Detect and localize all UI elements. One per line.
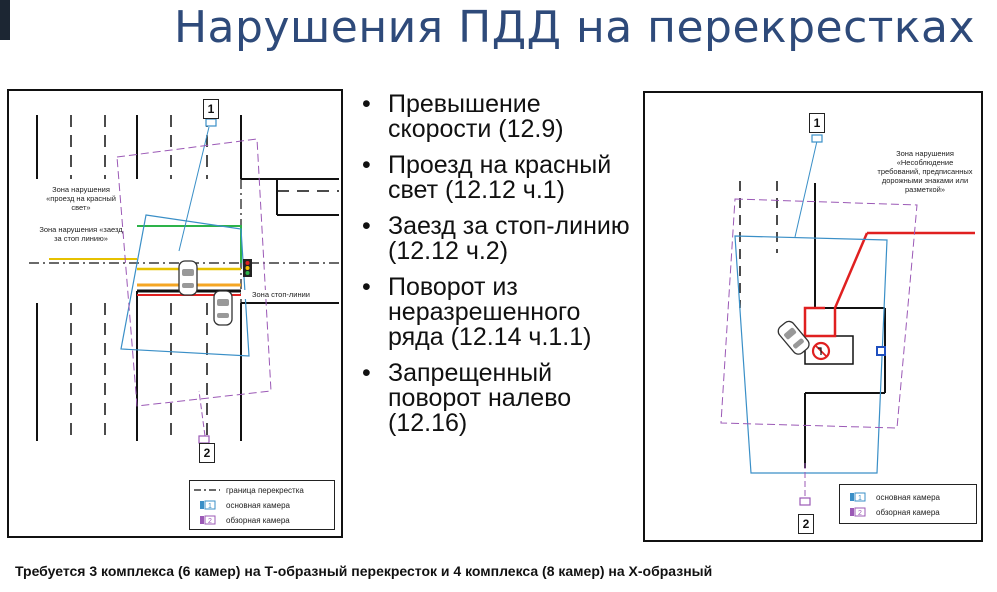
legend-main-camera: 1 основная камера [844, 492, 940, 502]
list-item: •Поворот из неразрешенного ряда (12.14 ч… [362, 273, 592, 351]
overview-camera-icon: 2 [194, 515, 220, 525]
svg-text:2: 2 [208, 518, 212, 525]
left-diagram-drawing [29, 115, 339, 444]
camera-1-label: 1 [809, 113, 825, 133]
left-intersection-diagram: 1 2 Зона нарушения «проезд на красный св… [7, 89, 343, 538]
stop-line-zone-label: Зона стоп-линии [241, 290, 321, 299]
legend-main-camera-label: основная камера [226, 500, 290, 510]
slide-corner-decoration [0, 0, 10, 40]
legend-overview-camera-label: обзорная камера [226, 515, 290, 525]
car-icon [178, 260, 198, 296]
legend-boundary: граница перекрестка [194, 485, 304, 495]
zone-signs-label: Зона нарушения «Несоблюдение требований,… [877, 149, 973, 194]
legend-main-camera-label: основная камера [876, 492, 940, 502]
list-item: •Заезд за стоп-линию (12.12 ч.2) [362, 212, 630, 265]
violations-list: •Превышение скорости (12.9) •Проезд на к… [360, 92, 640, 447]
svg-text:2: 2 [858, 510, 862, 517]
camera-1-label: 1 [203, 99, 219, 119]
right-intersection-diagram: 1 2 Зона нарушения «Несоблюдение требова… [643, 91, 983, 542]
slide-title: Нарушения ПДД на перекрестках [173, 2, 975, 53]
left-legend: граница перекрестка 1 основная камера 2 … [189, 480, 335, 530]
legend-overview-camera-label: обзорная камера [876, 507, 940, 517]
car-icon [213, 290, 233, 326]
zone-red-light-label: Зона нарушения «проезд на красный свет» [46, 185, 116, 212]
dash-dot-line-icon [194, 485, 220, 495]
list-item: •Запрещенный поворот налево (12.16) [362, 359, 572, 437]
overview-camera-icon: 2 [844, 507, 870, 517]
svg-text:1: 1 [208, 503, 212, 510]
legend-boundary-label: граница перекрестка [226, 485, 304, 495]
slide-footer-note: Требуется 3 комплекса (6 камер) на Т-обр… [15, 563, 713, 579]
legend-overview-camera: 2 обзорная камера [194, 515, 290, 525]
right-legend: 1 основная камера 2 обзорная камера [839, 484, 977, 524]
main-camera-icon: 1 [844, 492, 870, 502]
camera-2-label: 2 [199, 443, 215, 463]
right-diagram-drawing [720, 134, 975, 506]
list-item: •Проезд на красный свет (12.12 ч.1) [362, 151, 612, 204]
legend-main-camera: 1 основная камера [194, 500, 290, 510]
car-icon [777, 320, 810, 355]
camera-2-label: 2 [798, 514, 814, 534]
list-item: •Превышение скорости (12.9) [362, 90, 564, 143]
legend-overview-camera: 2 обзорная камера [844, 507, 940, 517]
zone-stop-line-label: Зона нарушения «заезд за стоп линию» [39, 225, 123, 243]
svg-text:1: 1 [858, 495, 862, 502]
main-camera-icon: 1 [194, 500, 220, 510]
